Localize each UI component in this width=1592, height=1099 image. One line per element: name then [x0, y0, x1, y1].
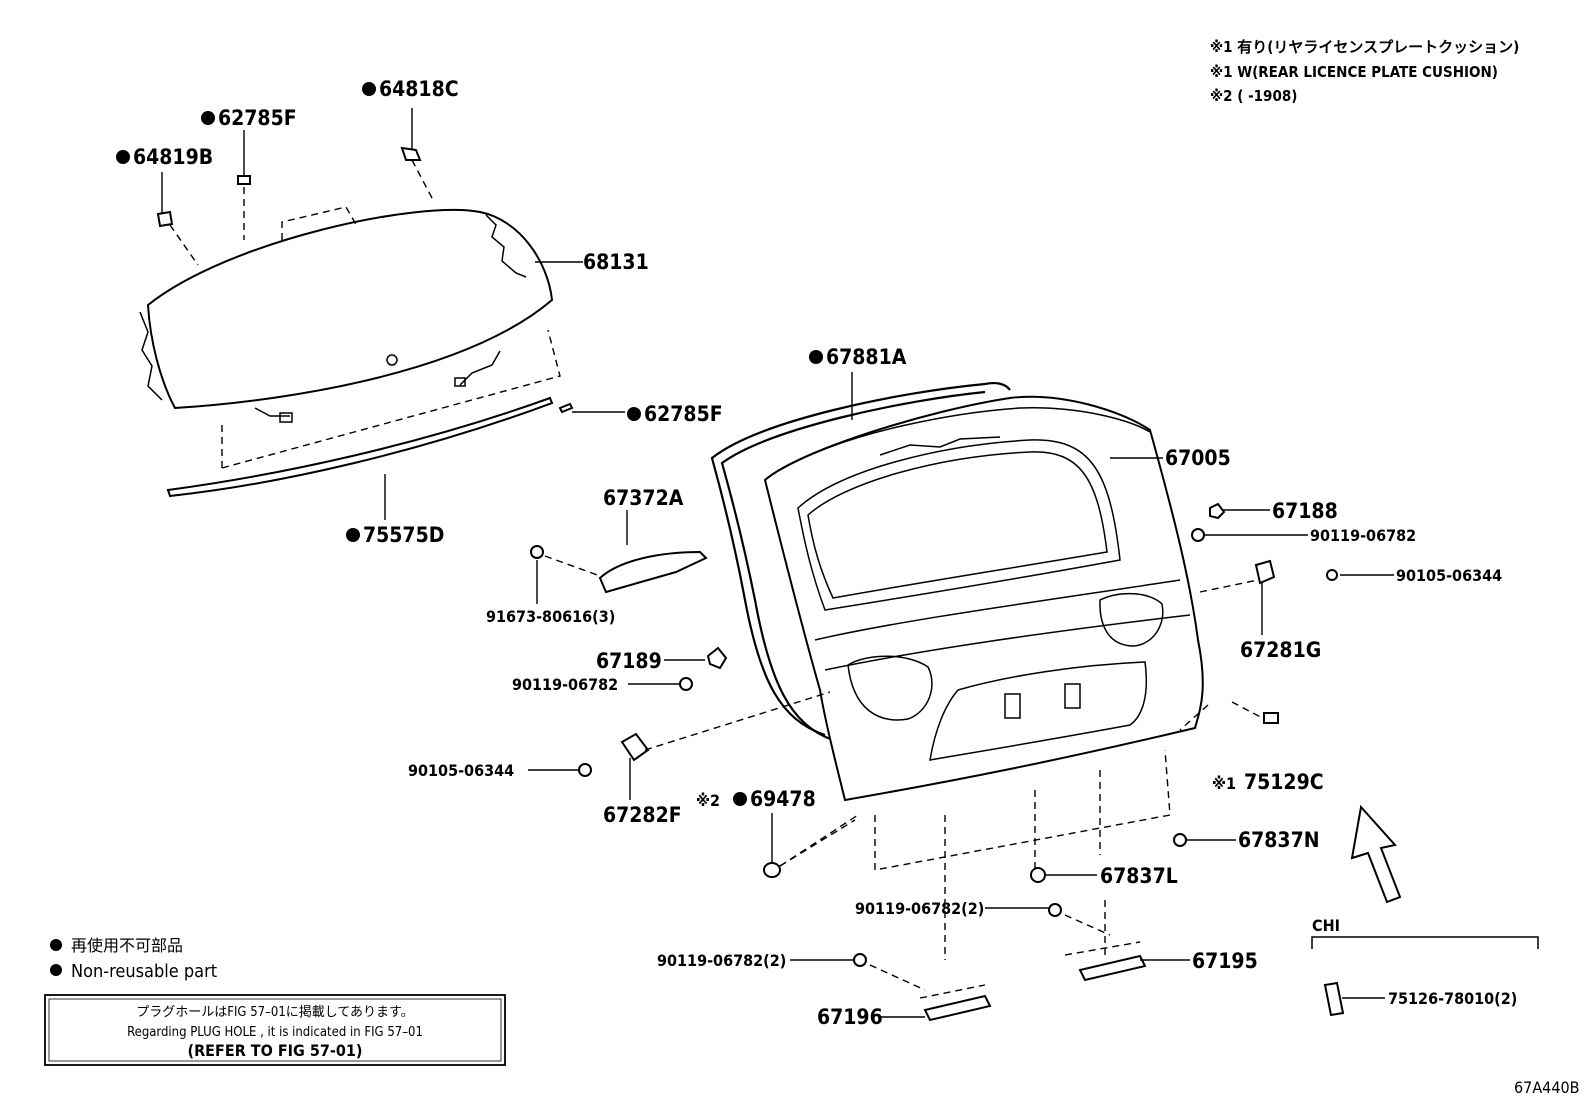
label-75129C-prefix: ※1 — [1212, 774, 1236, 793]
note-line-1: ※1 有り(リヤライセンスプレートクッション) — [1210, 38, 1519, 56]
label-64819B: 64819B — [133, 145, 213, 169]
non-reusable-marker — [362, 82, 376, 96]
non-reusable-marker — [733, 792, 747, 806]
bolt-90105-right — [1326, 569, 1338, 581]
cover-69478 — [763, 862, 781, 878]
bolt-90119-right — [1191, 528, 1205, 542]
non-reusable-marker — [809, 350, 823, 364]
non-reusable-marker — [346, 528, 360, 542]
reference-en: Regarding PLUG HOLE , it is indicated in… — [127, 1025, 423, 1040]
legend-jp: 再使用不可部品 — [71, 936, 183, 955]
non-reusable-marker — [116, 150, 130, 164]
label-67196: 67196 — [817, 1005, 883, 1029]
label-90119-2a: 90119-06782(2) — [855, 899, 984, 918]
label-90105-left: 90105-06344 — [408, 761, 514, 780]
bracket-67188 — [1209, 502, 1226, 520]
latch-67282F — [620, 732, 650, 762]
clip-64819B — [156, 210, 174, 228]
clip-75126 — [1323, 981, 1345, 1017]
label-67005: 67005 — [1165, 446, 1231, 470]
label-69478-prefix: ※2 — [696, 791, 720, 810]
label-90119-right: 90119-06782 — [1310, 526, 1416, 545]
bolt-90119-2a — [1048, 903, 1062, 917]
label-67837N: 67837N — [1238, 828, 1320, 852]
clip-62785F-top — [237, 175, 251, 185]
label-69478: 69478 — [750, 787, 816, 811]
clip-62785F-side — [558, 402, 574, 414]
bolt-90119-2b — [853, 953, 867, 967]
rear-window-glass — [139, 208, 554, 423]
fastener-67837L — [1030, 867, 1046, 883]
note-line-3: ※2 ( -1908) — [1210, 87, 1297, 105]
reference-fig: (REFER TO FIG 57-01) — [188, 1041, 363, 1060]
region-label: CHI — [1312, 916, 1340, 935]
bolt-90119-left — [679, 677, 693, 691]
label-68131: 68131 — [583, 250, 649, 274]
non-reusable-marker — [627, 407, 641, 421]
fastener-67837N — [1173, 833, 1187, 847]
note-line-2: ※1 W(REAR LICENCE PLATE CUSHION) — [1210, 63, 1498, 81]
back-door-panel — [763, 395, 1204, 802]
label-67188: 67188 — [1272, 499, 1338, 523]
legend-en: Non-reusable part — [71, 961, 217, 982]
label-91673: 91673-80616(3) — [486, 607, 615, 626]
label-90105-right: 90105-06344 — [1396, 566, 1502, 585]
back-door-weatherstrip — [710, 382, 1011, 742]
light-67196 — [923, 994, 992, 1022]
label-75575D: 75575D — [363, 523, 444, 547]
cushion-75129C — [1263, 712, 1279, 724]
label-75126: 75126-78010(2) — [1388, 989, 1517, 1008]
direction-arrow — [1350, 804, 1402, 904]
label-64818C: 64818C — [379, 77, 459, 101]
label-90119-left: 90119-06782 — [512, 675, 618, 694]
light-67195 — [1078, 954, 1147, 982]
label-67881A: 67881A — [826, 345, 907, 369]
label-67282F: 67282F — [603, 803, 682, 827]
reference-box — [44, 994, 506, 1066]
bolt-90105-left — [578, 763, 592, 777]
label-62785F-side: 62785F — [644, 402, 723, 426]
label-67195: 67195 — [1192, 949, 1258, 973]
label-67372A: 67372A — [603, 486, 684, 510]
bracket-67189 — [706, 646, 728, 670]
legend-dot-jp — [50, 939, 62, 951]
label-67837L: 67837L — [1100, 864, 1178, 888]
molding-strip — [166, 396, 554, 498]
label-75129C: 75129C — [1244, 770, 1324, 794]
handle-67372A — [598, 550, 708, 594]
label-90119-2b: 90119-06782(2) — [657, 951, 786, 970]
clip-64818C — [400, 146, 422, 161]
bolt-91673 — [530, 545, 544, 559]
reference-jp: プラグホールはFIG 57–01に掲載してあります。 — [136, 1004, 413, 1020]
non-reusable-marker — [201, 111, 215, 125]
label-67281G: 67281G — [1240, 638, 1321, 662]
label-62785F-top: 62785F — [218, 106, 297, 130]
figure-code: 67A440B — [1514, 1078, 1580, 1097]
label-67189: 67189 — [596, 649, 662, 673]
legend-dot-en — [50, 964, 62, 976]
striker-67281G — [1254, 559, 1276, 585]
